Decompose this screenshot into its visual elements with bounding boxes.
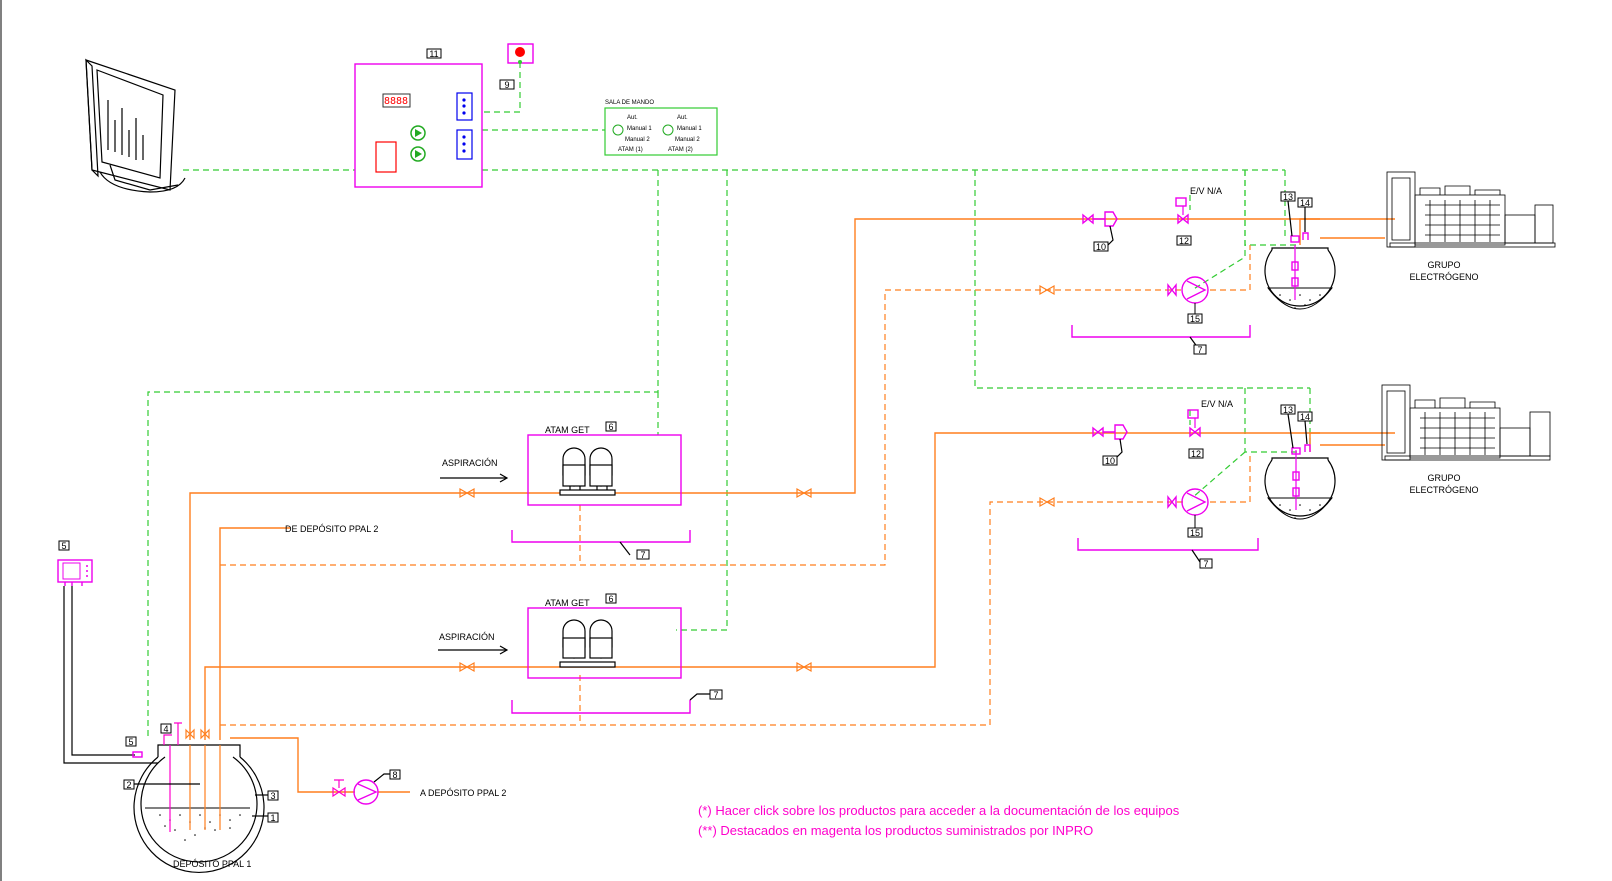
manual1-label-2: Manual 1 xyxy=(677,126,702,132)
alarm-beacon[interactable] xyxy=(507,43,534,64)
pump-15b[interactable] xyxy=(1167,488,1209,516)
atam-get-label-2: ATAM GET xyxy=(545,598,590,608)
pump-15a[interactable] xyxy=(1167,276,1209,304)
fuel-lines xyxy=(189,218,1395,793)
control-panel[interactable]: 8888 xyxy=(354,63,483,188)
level-monitor[interactable] xyxy=(57,559,93,586)
svg-text:14: 14 xyxy=(1300,198,1310,208)
control-lines xyxy=(147,62,1311,740)
a-deposito-label: A DEPÓSITO PPAL 2 xyxy=(420,788,506,798)
svg-text:14: 14 xyxy=(1300,412,1310,422)
tag-15a: 15 xyxy=(1187,313,1203,324)
svg-text:6: 6 xyxy=(608,594,613,604)
svg-text:10: 10 xyxy=(1096,242,1106,252)
tag-13a: 13 xyxy=(1280,191,1296,202)
svg-text:8: 8 xyxy=(392,770,397,780)
de-deposito-label: DE DEPÓSITO PPAL 2 xyxy=(285,524,378,534)
grupo-label-1b: ELECTRÓGENO xyxy=(1409,272,1478,282)
tag-14b: 14 xyxy=(1297,411,1313,422)
atam-get-label-1: ATAM GET xyxy=(545,425,590,435)
manual2-label-2: Manual 2 xyxy=(675,137,700,143)
deposito-ppal-label: DEPÓSITO PPAL 1 xyxy=(173,859,251,869)
tag-10b: 10 xyxy=(1102,455,1118,466)
grupo-label-1a: GRUPO xyxy=(1427,260,1460,270)
tag-8: 8 xyxy=(389,769,401,780)
svg-text:3: 3 xyxy=(270,791,275,801)
panel-display: 8888 xyxy=(384,96,408,107)
tag-6a: 6 xyxy=(605,421,617,432)
grupo-label-2b: ELECTRÓGENO xyxy=(1409,485,1478,495)
ev-label-1: E/V N/A xyxy=(1190,186,1222,196)
svg-text:5: 5 xyxy=(61,541,66,551)
manual1-label-1: Manual 1 xyxy=(627,126,652,132)
tag-3: 3 xyxy=(267,790,279,801)
svg-text:7: 7 xyxy=(640,550,645,560)
svg-text:2: 2 xyxy=(126,780,131,790)
svg-text:15: 15 xyxy=(1190,314,1200,324)
svg-text:13: 13 xyxy=(1283,405,1293,415)
svg-text:9: 9 xyxy=(504,80,509,90)
aspiracion-label-2: ASPIRACIÓN xyxy=(439,632,495,642)
tag-7b: 7 xyxy=(709,689,723,700)
svg-text:5: 5 xyxy=(128,737,133,747)
svg-text:13: 13 xyxy=(1283,192,1293,202)
svg-text:7: 7 xyxy=(713,690,718,700)
tag-16: 5 xyxy=(58,540,70,551)
tag-15b: 15 xyxy=(1187,527,1203,538)
tag-1: 1 xyxy=(267,812,279,823)
genset-2[interactable] xyxy=(1381,384,1551,461)
main-tank-1[interactable] xyxy=(133,744,265,874)
svg-text:10: 10 xyxy=(1105,456,1115,466)
tag-12a: 12 xyxy=(1176,235,1192,246)
control-room-box[interactable]: SALA DE MANDO Aut. Aut. Manual 1 Manual … xyxy=(604,100,718,156)
transfer-pump[interactable] xyxy=(332,779,379,805)
svg-text:6: 6 xyxy=(608,422,613,432)
tag-7c: 7 xyxy=(1193,344,1207,355)
day-tank-1[interactable] xyxy=(1264,232,1336,310)
svg-text:7: 7 xyxy=(1203,559,1208,569)
tank-fittings xyxy=(163,722,210,745)
day-tank-2[interactable] xyxy=(1264,444,1336,520)
valves-suction xyxy=(459,284,1055,673)
atam2-label: ATAM (2) xyxy=(668,147,693,153)
scada-monitor-icon[interactable] xyxy=(85,58,186,193)
note-documentation: (*) Hacer click sobre los productos para… xyxy=(698,803,1180,818)
tag-14a: 14 xyxy=(1297,197,1313,208)
tag-5: 5 xyxy=(125,736,137,747)
solenoid-valve-2[interactable] xyxy=(1092,409,1201,440)
aspiracion-label-1: ASPIRACIÓN xyxy=(442,458,498,468)
tag-10a: 10 xyxy=(1093,241,1109,252)
svg-text:7: 7 xyxy=(1197,345,1202,355)
aut-label-2: Aut. xyxy=(677,115,688,121)
tag-12b: 12 xyxy=(1188,448,1204,459)
tag-2: 2 xyxy=(123,779,135,790)
grupo-label-2a: GRUPO xyxy=(1427,473,1460,483)
manual2-label-1: Manual 2 xyxy=(625,137,650,143)
tag-6b: 6 xyxy=(605,593,617,604)
tag-4: 4 xyxy=(160,723,172,734)
tag-11: 11 xyxy=(426,48,442,59)
atam-get-unit-2[interactable] xyxy=(527,607,682,679)
tag-7d: 7 xyxy=(1199,558,1213,569)
tag-9: 9 xyxy=(499,79,515,90)
atam1-label: ATAM (1) xyxy=(618,147,643,153)
svg-text:12: 12 xyxy=(1179,236,1189,246)
solenoid-valve-1[interactable] xyxy=(1082,197,1189,227)
svg-text:4: 4 xyxy=(163,724,168,734)
svg-text:15: 15 xyxy=(1190,528,1200,538)
svg-text:11: 11 xyxy=(429,49,438,59)
genset-1[interactable] xyxy=(1386,171,1556,248)
note-inpro: (**) Destacados en magenta los productos… xyxy=(698,823,1093,838)
svg-text:1: 1 xyxy=(270,813,275,823)
tag-13b: 13 xyxy=(1280,404,1296,415)
control-room-title: SALA DE MANDO xyxy=(605,100,654,106)
tag-7a: 7 xyxy=(636,549,650,560)
ev-label-2: E/V N/A xyxy=(1201,399,1233,409)
aut-label-1: Aut. xyxy=(627,115,638,121)
atam-get-unit-1[interactable] xyxy=(527,434,682,506)
svg-text:12: 12 xyxy=(1191,449,1201,459)
